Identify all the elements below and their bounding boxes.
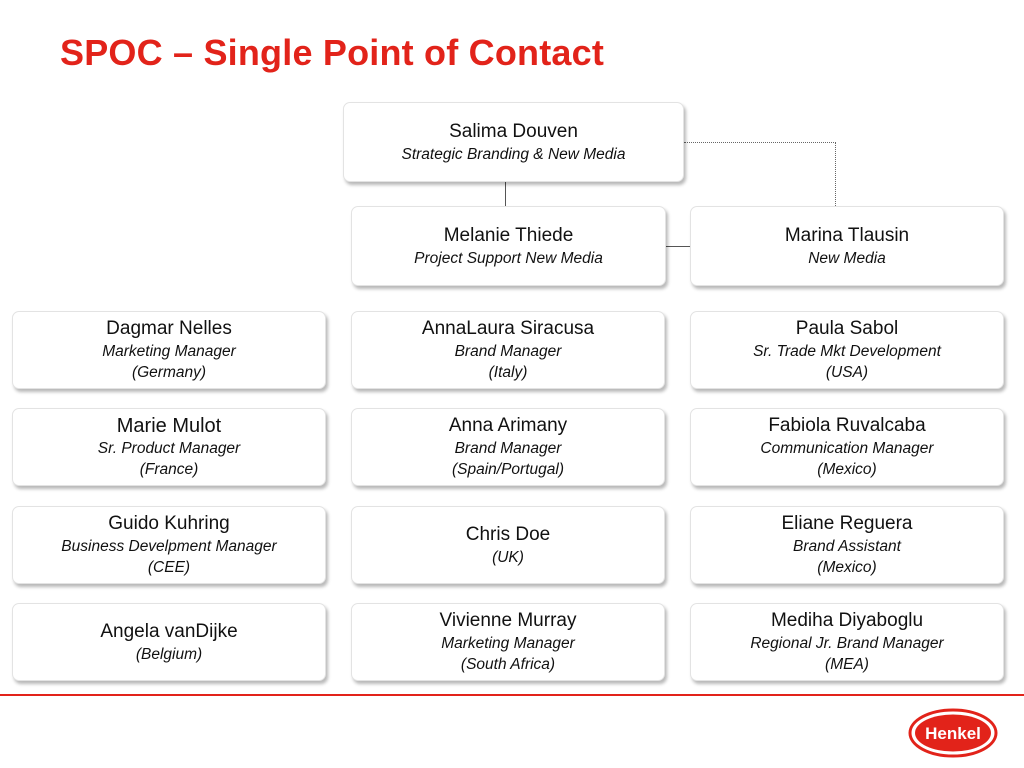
person-name: Paula Sabol [795, 318, 899, 339]
person-role: Brand Manager [454, 440, 562, 457]
org-card: Guido Kuhring Business Develpment Manage… [12, 506, 326, 584]
connector-left-to-right [666, 246, 690, 247]
org-card: Paula Sabol Sr. Trade Mkt Development (U… [690, 311, 1004, 389]
person-region: (Italy) [488, 364, 528, 381]
person-role: Marketing Manager [102, 343, 236, 360]
person-region: (USA) [825, 364, 869, 381]
person-role: Sr. Trade Mkt Development [753, 343, 941, 360]
person-role: Marketing Manager [441, 635, 575, 652]
person-name: Fabiola Ruvalcaba [768, 415, 926, 436]
person-role: Sr. Product Manager [97, 440, 241, 457]
person-region: (Mexico) [817, 559, 877, 576]
org-card: Angela vanDijke (Belgium) [12, 603, 326, 681]
dotted-connector-vertical [835, 142, 836, 206]
org-card: Eliane Reguera Brand Assistant (Mexico) [690, 506, 1004, 584]
org-card: Anna Arimany Brand Manager (Spain/Portug… [351, 408, 665, 486]
person-name: AnnaLaura Siracusa [421, 318, 595, 339]
org-card: Mediha Diyaboglu Regional Jr. Brand Mana… [690, 603, 1004, 681]
person-region: (France) [139, 461, 199, 478]
org-card-new-media: Marina Tlausin New Media [690, 206, 1004, 286]
person-role: Business Develpment Manager [61, 538, 277, 555]
person-role: New Media [808, 249, 886, 267]
person-region: (CEE) [147, 559, 191, 576]
person-name: Chris Doe [465, 523, 551, 545]
person-name: Marie Mulot [116, 415, 222, 437]
org-card-project-support: Melanie Thiede Project Support New Media [351, 206, 666, 286]
footer-divider [0, 694, 1024, 696]
person-name: Angela vanDijke [100, 620, 238, 642]
person-role: Project Support New Media [414, 249, 603, 267]
person-region: (Germany) [131, 364, 207, 381]
person-role: Strategic Branding & New Media [401, 145, 626, 163]
person-role: Communication Manager [760, 440, 934, 457]
person-role: (Belgium) [135, 645, 203, 663]
person-region: (Mexico) [817, 461, 877, 478]
logo-text: Henkel [925, 724, 981, 743]
person-role: Brand Assistant [793, 538, 901, 555]
person-name: Anna Arimany [448, 415, 568, 436]
henkel-logo: Henkel [908, 708, 998, 763]
org-card: Fabiola Ruvalcaba Communication Manager … [690, 408, 1004, 486]
org-card: Dagmar Nelles Marketing Manager (Germany… [12, 311, 326, 389]
person-name: Eliane Reguera [781, 513, 913, 534]
org-card-lead: Salima Douven Strategic Branding & New M… [343, 102, 684, 182]
org-card: AnnaLaura Siracusa Brand Manager (Italy) [351, 311, 665, 389]
person-role: (UK) [492, 548, 524, 566]
dotted-connector-horizontal [684, 142, 836, 143]
org-card: Vivienne Murray Marketing Manager (South… [351, 603, 665, 681]
person-region: (Spain/Portugal) [451, 461, 564, 478]
person-name: Guido Kuhring [108, 513, 230, 534]
connector-lead-to-left [505, 182, 506, 206]
person-name: Dagmar Nelles [106, 318, 232, 339]
person-region: (South Africa) [460, 656, 556, 673]
page-title: SPOC – Single Point of Contact [60, 32, 605, 73]
person-role: Regional Jr. Brand Manager [750, 635, 944, 652]
org-card: Marie Mulot Sr. Product Manager (France) [12, 408, 326, 486]
person-name: Salima Douven [449, 120, 578, 142]
org-card: Chris Doe (UK) [351, 506, 665, 584]
person-region: (MEA) [825, 656, 869, 673]
person-name: Marina Tlausin [784, 224, 910, 246]
person-name: Mediha Diyaboglu [770, 610, 924, 631]
person-name: Melanie Thiede [443, 224, 574, 246]
person-role: Brand Manager [454, 343, 562, 360]
person-name: Vivienne Murray [439, 610, 577, 631]
